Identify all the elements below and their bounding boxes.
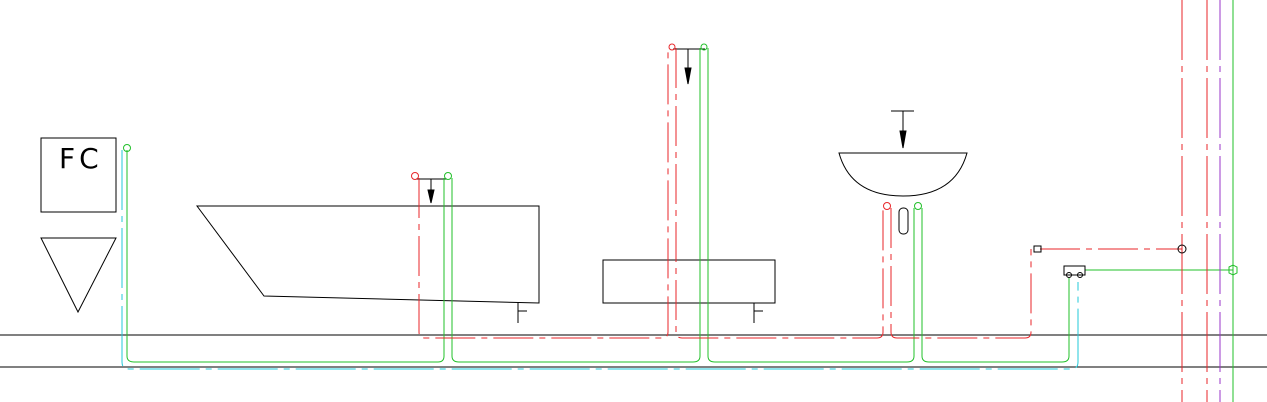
water-meter-left-wheel — [1066, 272, 1072, 278]
hot-pipe-bathtub-to-shower — [418, 48, 669, 339]
basin-hot-valve-icon — [883, 202, 891, 210]
shower-cold-valve-icon — [700, 43, 708, 51]
shower-head-arrow-icon — [684, 67, 692, 85]
fc-symbol-label: FC — [59, 142, 103, 175]
water-meter-right-wheel — [1077, 272, 1083, 278]
cold-pipe-fc-to-bathtub — [126, 150, 445, 363]
drain-pipe — [121, 150, 1079, 370]
washbasin-tap-arrow-icon — [899, 130, 907, 149]
shower-hot-valve-icon — [668, 43, 676, 51]
cold-riser-tee-icon — [1228, 264, 1238, 276]
water-meter-icon — [1063, 265, 1086, 278]
fc-triangle-symbol — [40, 237, 117, 314]
washbasin-bowl — [838, 152, 968, 197]
fc-symbol: FC — [40, 137, 117, 314]
bathtub-hot-valve-icon — [411, 172, 419, 180]
washbasin-trap — [898, 207, 909, 235]
hot-water-fitting-icon — [1033, 245, 1042, 253]
hot-pipe-shower-to-basin — [675, 48, 884, 339]
drain-pipe-main — [121, 150, 1079, 370]
cold-pipe-shower-to-basin — [707, 48, 915, 363]
washbasin-fixture — [838, 110, 968, 235]
cold-pipe-basin-to-meter — [921, 208, 1070, 363]
basin-cold-valve-icon — [914, 202, 922, 210]
hot-riser-valve-icon — [1177, 244, 1187, 254]
bathtub-fixture — [196, 178, 540, 323]
water-meter-body — [1063, 265, 1086, 276]
bathtub-cold-valve-icon — [444, 172, 452, 180]
cold-pipe-endcap — [123, 144, 131, 152]
hot-pipe-basin-to-heater — [890, 208, 1032, 339]
shower-tray-outline — [602, 259, 776, 304]
fc-symbol-box — [40, 137, 117, 213]
cold-water-pipes — [123, 0, 1238, 402]
bathtub-outline — [196, 205, 540, 304]
bathtub-faucet-arrow-icon — [427, 189, 435, 204]
shower-fixture — [602, 48, 776, 323]
cold-pipe-bathtub-to-shower — [451, 48, 701, 363]
hot-water-pipes — [411, 0, 1208, 402]
